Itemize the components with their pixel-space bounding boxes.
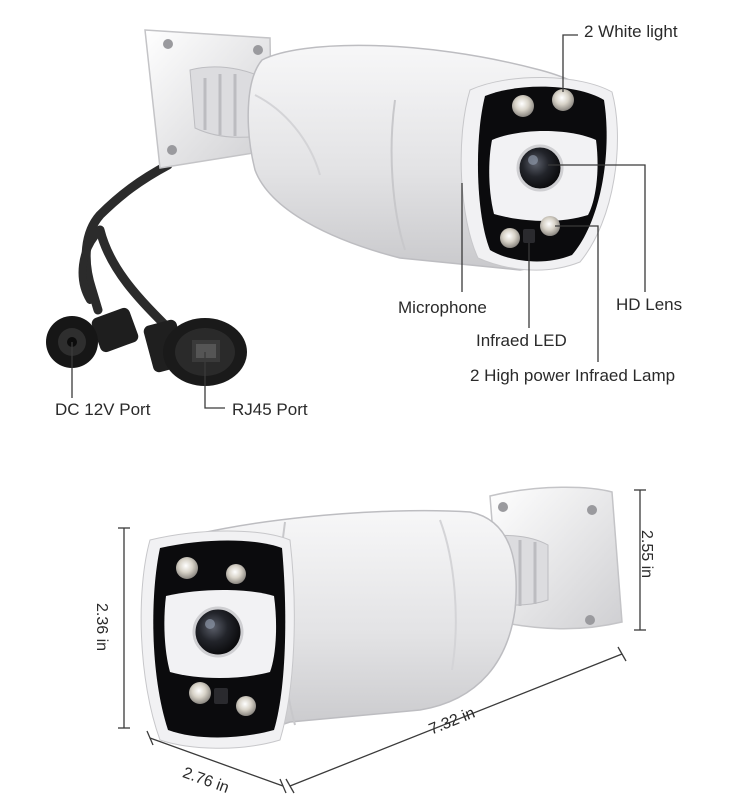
ir-lamp-2: [540, 216, 560, 236]
cable-split: [78, 226, 104, 304]
white-light-1: [512, 95, 534, 117]
ir-lamp-4: [236, 696, 256, 716]
leader-ir-lamp: [555, 225, 599, 362]
leader-white-light: [562, 34, 578, 92]
dimension-lines: [118, 489, 646, 794]
label-dc-port: DC 12V Port: [55, 400, 151, 419]
label-hd-lens: HD Lens: [616, 295, 683, 314]
cable-rj45: [95, 225, 175, 335]
dim-line-length: [289, 653, 623, 787]
hd-lens-top: [516, 144, 564, 192]
dimension-height-front: 2.36 in: [93, 602, 111, 652]
label-infrared-lamp: 2 High power Infraed Lamp: [470, 366, 676, 385]
dc-connector: [46, 307, 139, 368]
white-light-2: [552, 89, 574, 111]
label-microphone: Microphone: [398, 298, 487, 317]
white-light-4: [226, 564, 246, 584]
label-rj45-port: RJ45 Port: [232, 400, 308, 419]
ir-lamp-1: [500, 228, 520, 248]
leader-rj45-port: [204, 352, 225, 409]
ir-led-bottom: [214, 688, 228, 704]
dimension-height-rear: 2.55 in: [638, 529, 656, 579]
callout-lines: [71, 34, 646, 409]
ir-lamp-3: [189, 682, 211, 704]
label-white-light: 2 White light: [584, 22, 678, 41]
cable-main: [81, 160, 173, 315]
white-light-3: [176, 557, 198, 579]
leader-hd-lens: [548, 164, 646, 292]
rj45-connector: [143, 318, 247, 386]
dim-line-width: [149, 737, 284, 787]
label-infrared-led: Infraed LED: [476, 331, 567, 350]
top-camera: [46, 29, 618, 386]
ir-led-top: [523, 229, 535, 243]
bottom-camera: [140, 486, 623, 749]
hd-lens-bottom: [192, 606, 244, 658]
